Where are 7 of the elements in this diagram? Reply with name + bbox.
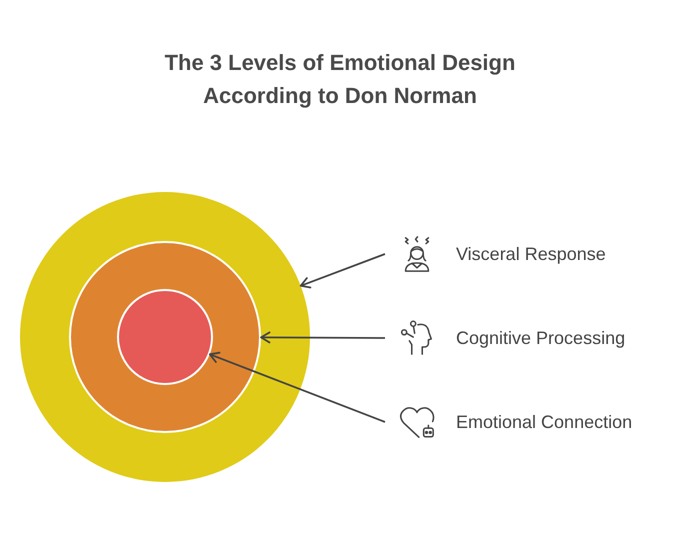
level-label: Cognitive Processing (456, 327, 626, 349)
title: The 3 Levels of Emotional Design According to Don Norman (164, 49, 516, 110)
level-label: Emotional Connection (456, 411, 632, 433)
arrow (260, 332, 385, 344)
arrow (300, 253, 386, 288)
level-label: Visceral Response (456, 243, 606, 265)
arrow (208, 352, 386, 423)
